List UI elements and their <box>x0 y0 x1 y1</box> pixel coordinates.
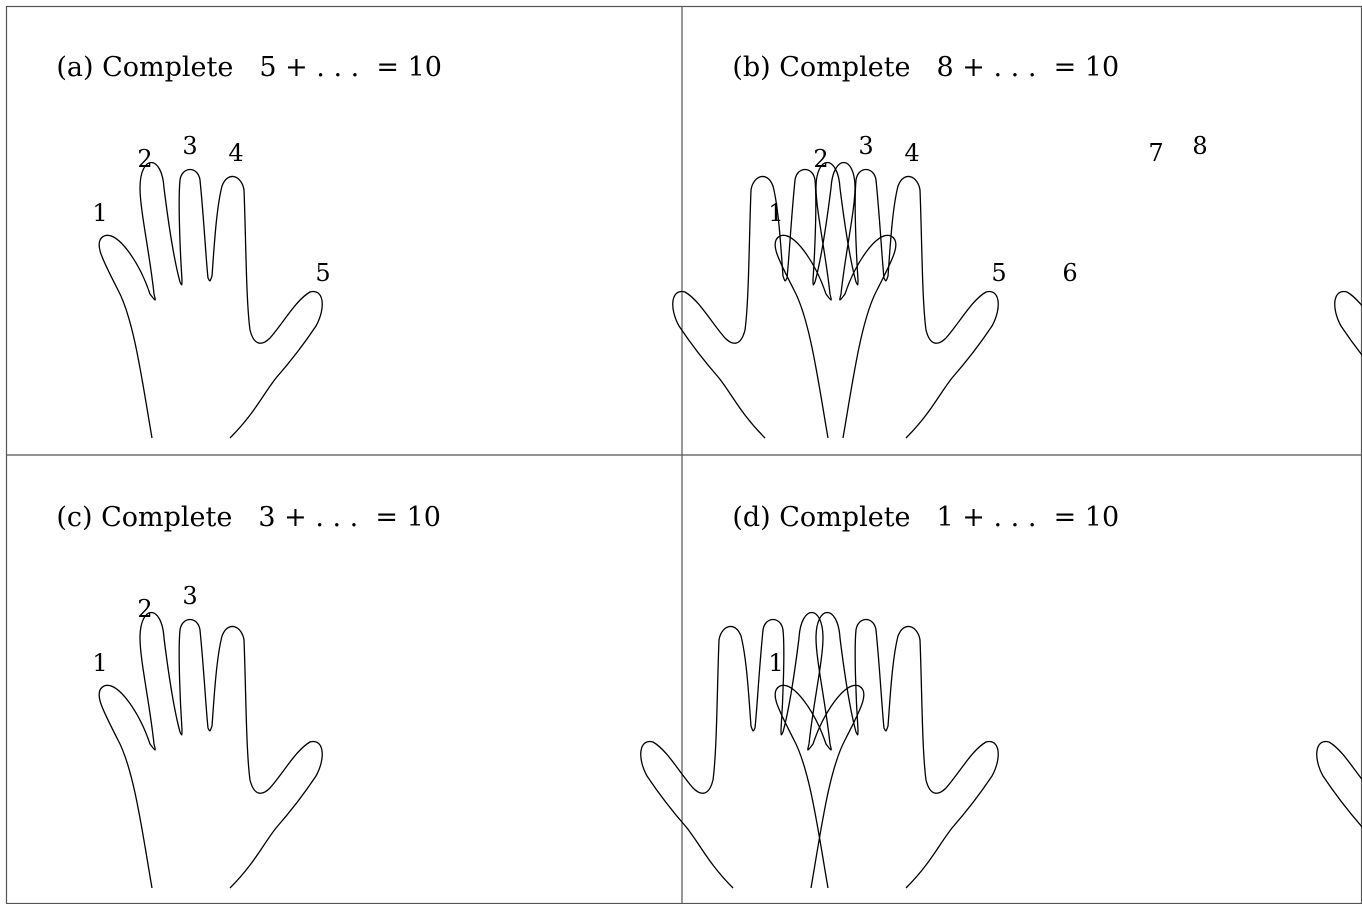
finger-number: 1 <box>92 199 107 227</box>
panel-b-label: (b) Complete <box>732 52 911 83</box>
panel-c-equation: 3 + . . . = 10 <box>258 502 441 533</box>
right-hand-outline <box>1334 290 1362 357</box>
finger-number: 7 <box>1148 139 1163 167</box>
left-hand-outline <box>774 161 999 439</box>
finger-number: 4 <box>904 139 919 167</box>
right-hand-outline <box>672 161 897 439</box>
panel-d-title: (d) Complete 1 + . . . = 10 <box>698 477 1119 558</box>
panel-d-hands: 1 <box>768 611 1362 889</box>
right-hand-outline <box>640 611 865 889</box>
panel-a-label: (a) Complete <box>56 52 234 83</box>
left-hand-outline <box>98 611 323 889</box>
panel-c-hands: 1 2 3 <box>92 582 865 889</box>
finger-number: 1 <box>768 649 783 677</box>
panel-c-title: (c) Complete 3 + . . . = 10 <box>22 477 441 558</box>
panel-a-equation: 5 + . . . = 10 <box>259 52 442 83</box>
left-hand-outline <box>98 161 323 439</box>
finger-number: 5 <box>315 259 330 287</box>
finger-number: 4 <box>228 139 243 167</box>
panel-b-equation: 8 + . . . = 10 <box>936 52 1120 83</box>
panel-b-title: (b) Complete 8 + . . . = 10 <box>698 27 1119 108</box>
finger-number: 3 <box>858 132 873 160</box>
finger-number: 1 <box>92 649 107 677</box>
finger-number: 2 <box>137 595 152 623</box>
left-hand-outline <box>774 611 999 889</box>
finger-number: 6 <box>1062 259 1077 287</box>
panel-a-title: (a) Complete 5 + . . . = 10 <box>22 27 442 108</box>
finger-number: 2 <box>813 145 828 173</box>
panel-b-hands: 1 2 3 4 5 6 7 8 <box>768 132 1362 439</box>
panel-d-label: (d) Complete <box>732 502 911 533</box>
finger-number: 5 <box>991 259 1006 287</box>
panel-d-equation: 1 + . . . = 10 <box>936 502 1120 533</box>
finger-number: 3 <box>182 582 197 610</box>
panel-a-hands: 1 2 3 4 5 <box>92 132 897 439</box>
finger-number: 3 <box>182 132 197 160</box>
finger-number: 1 <box>768 199 783 227</box>
finger-number: 8 <box>1192 132 1207 160</box>
finger-number: 2 <box>137 145 152 173</box>
right-hand-outline <box>1316 740 1362 828</box>
panel-c-label: (c) Complete <box>56 502 233 533</box>
